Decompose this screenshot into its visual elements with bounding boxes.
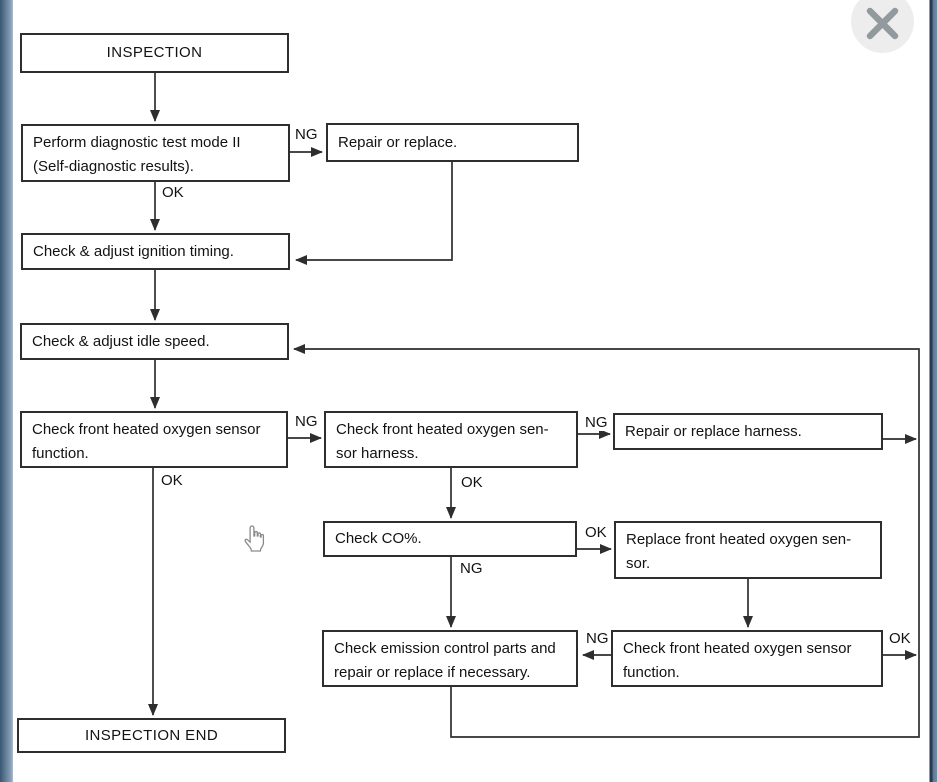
node-check-front-o2-sensor-function: Check front heated oxygen sensor functio… <box>20 411 288 468</box>
node-check-adjust-idle-speed: Check & adjust idle speed. <box>20 323 289 360</box>
edge-label-ok-sensor-function-2: OK <box>888 630 912 647</box>
edge-label-ng-diagnostic: NG <box>294 126 319 143</box>
edge-label-ok-sensor-function: OK <box>160 472 184 489</box>
node-repair-or-replace: Repair or replace. <box>326 123 579 162</box>
window-edge-left <box>0 0 13 782</box>
node-perform-diagnostic-test: Perform diagnostic test mode II (Self-di… <box>21 124 290 182</box>
node-check-adjust-ignition-timing: Check & adjust ignition timing. <box>21 233 290 270</box>
edge-label-ng-sensor-function-2: NG <box>585 630 610 647</box>
close-button[interactable] <box>851 0 914 53</box>
edge-label-ok-diagnostic: OK <box>161 184 185 201</box>
close-icon <box>866 7 899 40</box>
edge-label-ok-check-co: OK <box>584 524 608 541</box>
node-check-front-o2-sensor-harness: Check front heated oxygen sen- sor harne… <box>324 411 578 468</box>
node-inspection-end: INSPECTION END <box>17 718 286 753</box>
node-inspection: INSPECTION <box>20 33 289 73</box>
pointer-hand-cursor <box>242 524 266 560</box>
edge-label-ng-check-co: NG <box>459 560 484 577</box>
node-replace-front-o2-sensor: Replace front heated oxygen sen- sor. <box>614 521 882 579</box>
node-repair-or-replace-harness: Repair or replace harness. <box>613 413 883 450</box>
node-check-co-percent: Check CO%. <box>323 521 577 557</box>
node-check-front-o2-sensor-function-2: Check front heated oxygen sensor functio… <box>611 630 883 687</box>
edge-label-ng-sensor-harness: NG <box>584 414 609 431</box>
window-edge-right <box>928 0 937 782</box>
edge-label-ng-sensor-function: NG <box>294 413 319 430</box>
node-check-emission-control-parts: Check emission control parts and repair … <box>322 630 578 687</box>
edge-label-ok-sensor-harness: OK <box>460 474 484 491</box>
